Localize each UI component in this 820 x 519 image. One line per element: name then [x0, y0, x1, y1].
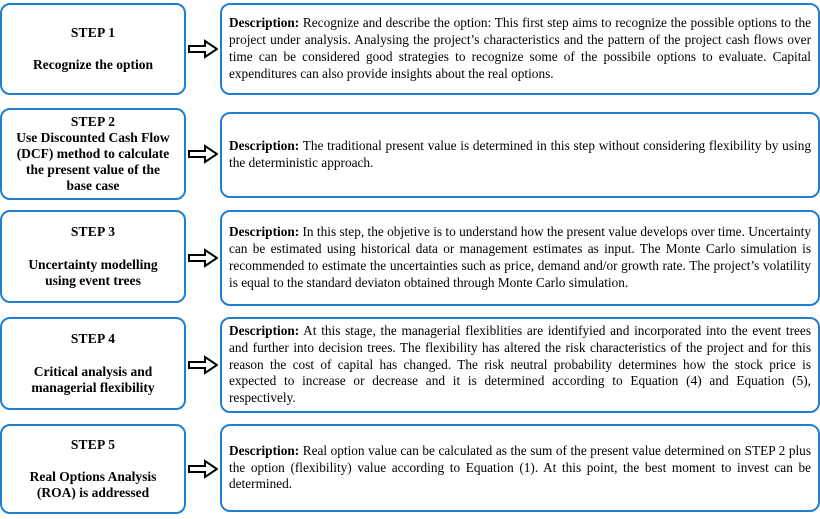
connector-arrow-4	[186, 317, 220, 413]
right-block-arrow-icon	[188, 39, 218, 59]
step-subtitle-4: Critical analysis and managerial flexibi…	[31, 363, 155, 395]
description-body-4: At this stage, the managerial flexibliti…	[229, 322, 811, 406]
process-row-1: STEP 1 Recognize the option Description:…	[0, 3, 820, 95]
process-row-2: STEP 2 Use Discounted Cash Flow (DCF) me…	[0, 108, 820, 200]
description-box-3[interactable]: Description: In this step, the objetive …	[220, 210, 820, 306]
description-body-3: In this step, the objetive is to underst…	[229, 224, 811, 290]
step-box-5[interactable]: STEP 5 Real Options Analysis (ROA) is ad…	[0, 424, 186, 514]
step-title-2: STEP 2	[70, 113, 116, 129]
connector-arrow-3	[186, 210, 220, 306]
description-box-5[interactable]: Description: Real option value can be ca…	[220, 424, 820, 512]
description-text-1: Description: Recognize and describe the …	[229, 15, 811, 82]
connector-arrow-2	[186, 108, 220, 200]
step-box-3[interactable]: STEP 3 Uncertainty modelling using event…	[0, 210, 186, 303]
description-box-2[interactable]: Description: The traditional present val…	[220, 112, 820, 198]
step-title-1: STEP 1	[70, 24, 116, 40]
description-body-5: Real option value can be calculated as t…	[229, 442, 812, 492]
description-label-4: Description:	[229, 322, 300, 338]
connector-arrow-1	[186, 3, 220, 95]
step-subtitle-2: Use Discounted Cash Flow (DCF) method to…	[16, 130, 170, 194]
description-label-1: Description:	[229, 15, 300, 31]
description-body-1: Recognize and describe the option: This …	[229, 15, 812, 81]
description-text-5: Description: Real option value can be ca…	[229, 443, 811, 493]
description-text-2: Description: The traditional present val…	[229, 138, 811, 172]
description-body-2: The traditional present value is determi…	[229, 138, 811, 170]
right-block-arrow-icon	[188, 248, 218, 268]
right-block-arrow-icon	[188, 144, 218, 164]
step-box-4[interactable]: STEP 4 Critical analysis and managerial …	[0, 317, 186, 410]
description-text-3: Description: In this step, the objetive …	[229, 224, 811, 291]
process-row-4: STEP 4 Critical analysis and managerial …	[0, 317, 820, 413]
description-label-3: Description:	[229, 224, 300, 240]
process-row-5: STEP 5 Real Options Analysis (ROA) is ad…	[0, 424, 820, 514]
right-block-arrow-icon	[188, 355, 218, 375]
step-title-3: STEP 3	[70, 224, 116, 240]
description-box-4[interactable]: Description: At this stage, the manageri…	[220, 317, 820, 413]
description-label-2: Description:	[229, 138, 300, 154]
connector-arrow-5	[186, 424, 220, 514]
step-subtitle-1: Recognize the option	[33, 57, 153, 73]
step-subtitle-3: Uncertainty modelling using event trees	[28, 256, 158, 288]
step-title-4: STEP 4	[70, 331, 116, 347]
right-block-arrow-icon	[188, 459, 218, 479]
description-box-1[interactable]: Description: Recognize and describe the …	[220, 3, 820, 95]
description-text-4: Description: At this stage, the manageri…	[229, 323, 811, 407]
step-subtitle-5: Real Options Analysis (ROA) is addressed	[29, 469, 157, 501]
process-row-3: STEP 3 Uncertainty modelling using event…	[0, 210, 820, 306]
step-box-2[interactable]: STEP 2 Use Discounted Cash Flow (DCF) me…	[0, 108, 186, 200]
step-title-5: STEP 5	[70, 436, 116, 452]
step-box-1[interactable]: STEP 1 Recognize the option	[0, 3, 186, 95]
description-label-5: Description:	[229, 442, 300, 458]
